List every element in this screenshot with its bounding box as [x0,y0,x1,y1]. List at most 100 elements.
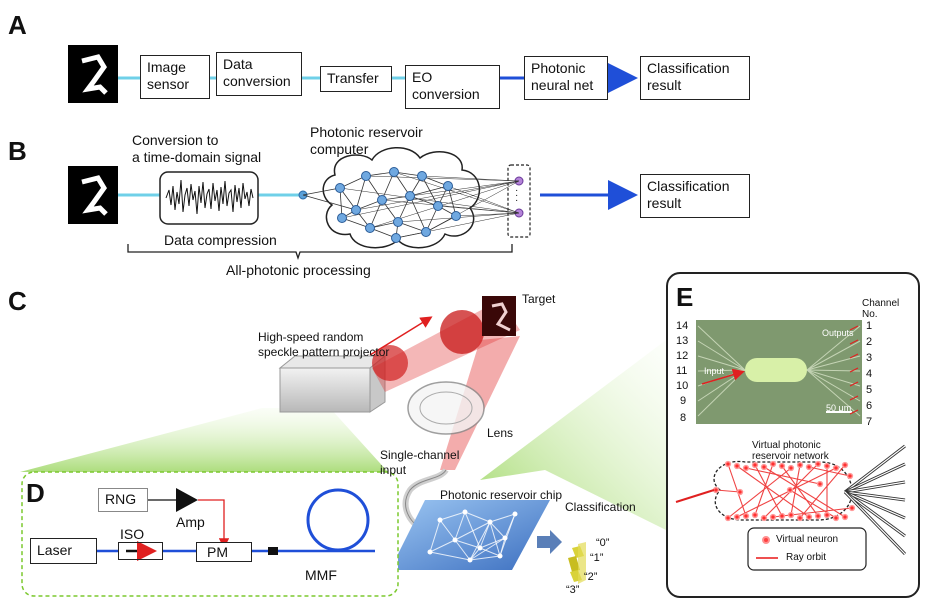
reservoir-node [365,223,375,233]
chip-light-path [469,521,491,561]
output-spoke-core [844,491,906,501]
input-digit-image-b [68,166,118,224]
target-label: Target [522,292,556,306]
reservoir-node [389,167,399,177]
virtual-neuron [841,461,849,469]
class-0-label: “0” [596,537,610,549]
output-spoke-core [844,491,906,555]
virtual-neuron [848,504,856,512]
laser-box: Laser [30,538,97,564]
chip-light-path [489,521,506,539]
chip-light-path [429,539,456,553]
box-data-conversion: Data conversion [216,52,302,96]
virtual-neuron [724,514,732,522]
speckle-spot-2 [440,310,484,354]
readout-edge [447,185,520,214]
chip-output-arrow [537,530,562,554]
box-transfer: Transfer [320,66,392,92]
channel-left-8: 8 [680,412,687,424]
chip-label: Photonic reservoir chip [440,488,563,502]
channel-right-6: 6 [866,400,873,412]
ray-orbit [781,465,819,517]
chip-light-path [454,521,491,541]
box-classification-result-a-label: Classification result [647,60,730,93]
chip-light-path [464,511,491,523]
reservoir-edge [369,199,383,229]
chip-light-path [489,513,516,523]
virtual-neuron [816,480,824,488]
reservoir-node [393,217,403,227]
channel-header: Channel No. [862,298,900,320]
virtual-neuron [841,513,849,521]
virtual-neuron [787,464,795,472]
rng-box: RNG [98,488,148,512]
chip-light-path [469,547,481,561]
reservoir-node [351,205,361,215]
virtual-neuron [787,511,795,519]
chip-light-node [427,549,433,555]
reservoir-node [405,191,415,201]
reservoir-node [377,195,387,205]
channel-left-14: 14 [676,320,689,332]
classification-label: Classification [565,500,636,514]
waveguide-right [806,369,861,387]
ray-orbit [754,464,783,517]
ray-orbit [736,465,810,518]
readout-edge [393,171,520,214]
ray-orbit [736,467,837,518]
output-spoke-core [844,463,906,493]
virtual-neuron [823,511,831,519]
virtual-neuron [814,512,822,520]
box-image-sensor: Image sensor [140,55,210,99]
channel-right-4: 4 [866,368,873,380]
virtual-neuron [742,464,750,472]
speckle-spot-1 [372,345,408,381]
readout-edge [425,180,520,233]
ray-orbit [772,507,853,518]
panel-letter-b: B [8,136,27,166]
ray-orbit [715,489,741,493]
waveguide-right [806,325,861,371]
pm-box: PM [196,542,252,562]
virtual-neuron [832,464,840,472]
chip-to-e-glow [480,340,666,530]
panel-letter-c: C [8,286,27,316]
virtual-neuron [814,460,822,468]
virtual-neuron [769,460,777,468]
chip-light-path [464,511,481,549]
input-label: Input [704,366,725,376]
output-marker [849,395,859,401]
reservoir-node [417,171,427,181]
reservoir-node [421,227,431,237]
panel-letter-a: A [8,10,27,40]
class-1-label: “1” [590,552,604,564]
box-photonic-neural-net-label: Photonic neural net [531,60,594,93]
output-spoke-core [844,481,906,493]
reservoir-node [337,213,347,223]
box-image-sensor-label: Image sensor [147,59,190,92]
reservoir-edge [381,171,395,201]
reservoir-node [391,233,401,243]
panel-letter-d: D [26,478,45,508]
waveguide-right [806,340,861,371]
amp-label: Amp [176,514,205,530]
virtual-neuron [742,512,750,520]
chip-light-node [452,537,458,543]
ray-orbit [790,464,801,516]
virtual-neuron [846,472,854,480]
input-edge [302,187,341,196]
chip-light-path [429,551,471,561]
chip-light-path [479,521,491,549]
projector-cube [278,354,387,413]
mmf-label: MMF [305,567,337,583]
virtual-neuron [805,513,813,521]
virtual-neuron [796,514,804,522]
waveguide-right [806,355,861,371]
ray-orbit [727,463,747,517]
virtual-neuron [832,514,840,522]
projector-arrow [369,316,433,356]
panel-letter-e: E [676,282,694,312]
reservoir-nodes [335,167,461,243]
channel-right-5: 5 [866,384,873,396]
scale-bar-label: 50 μm [826,403,852,413]
